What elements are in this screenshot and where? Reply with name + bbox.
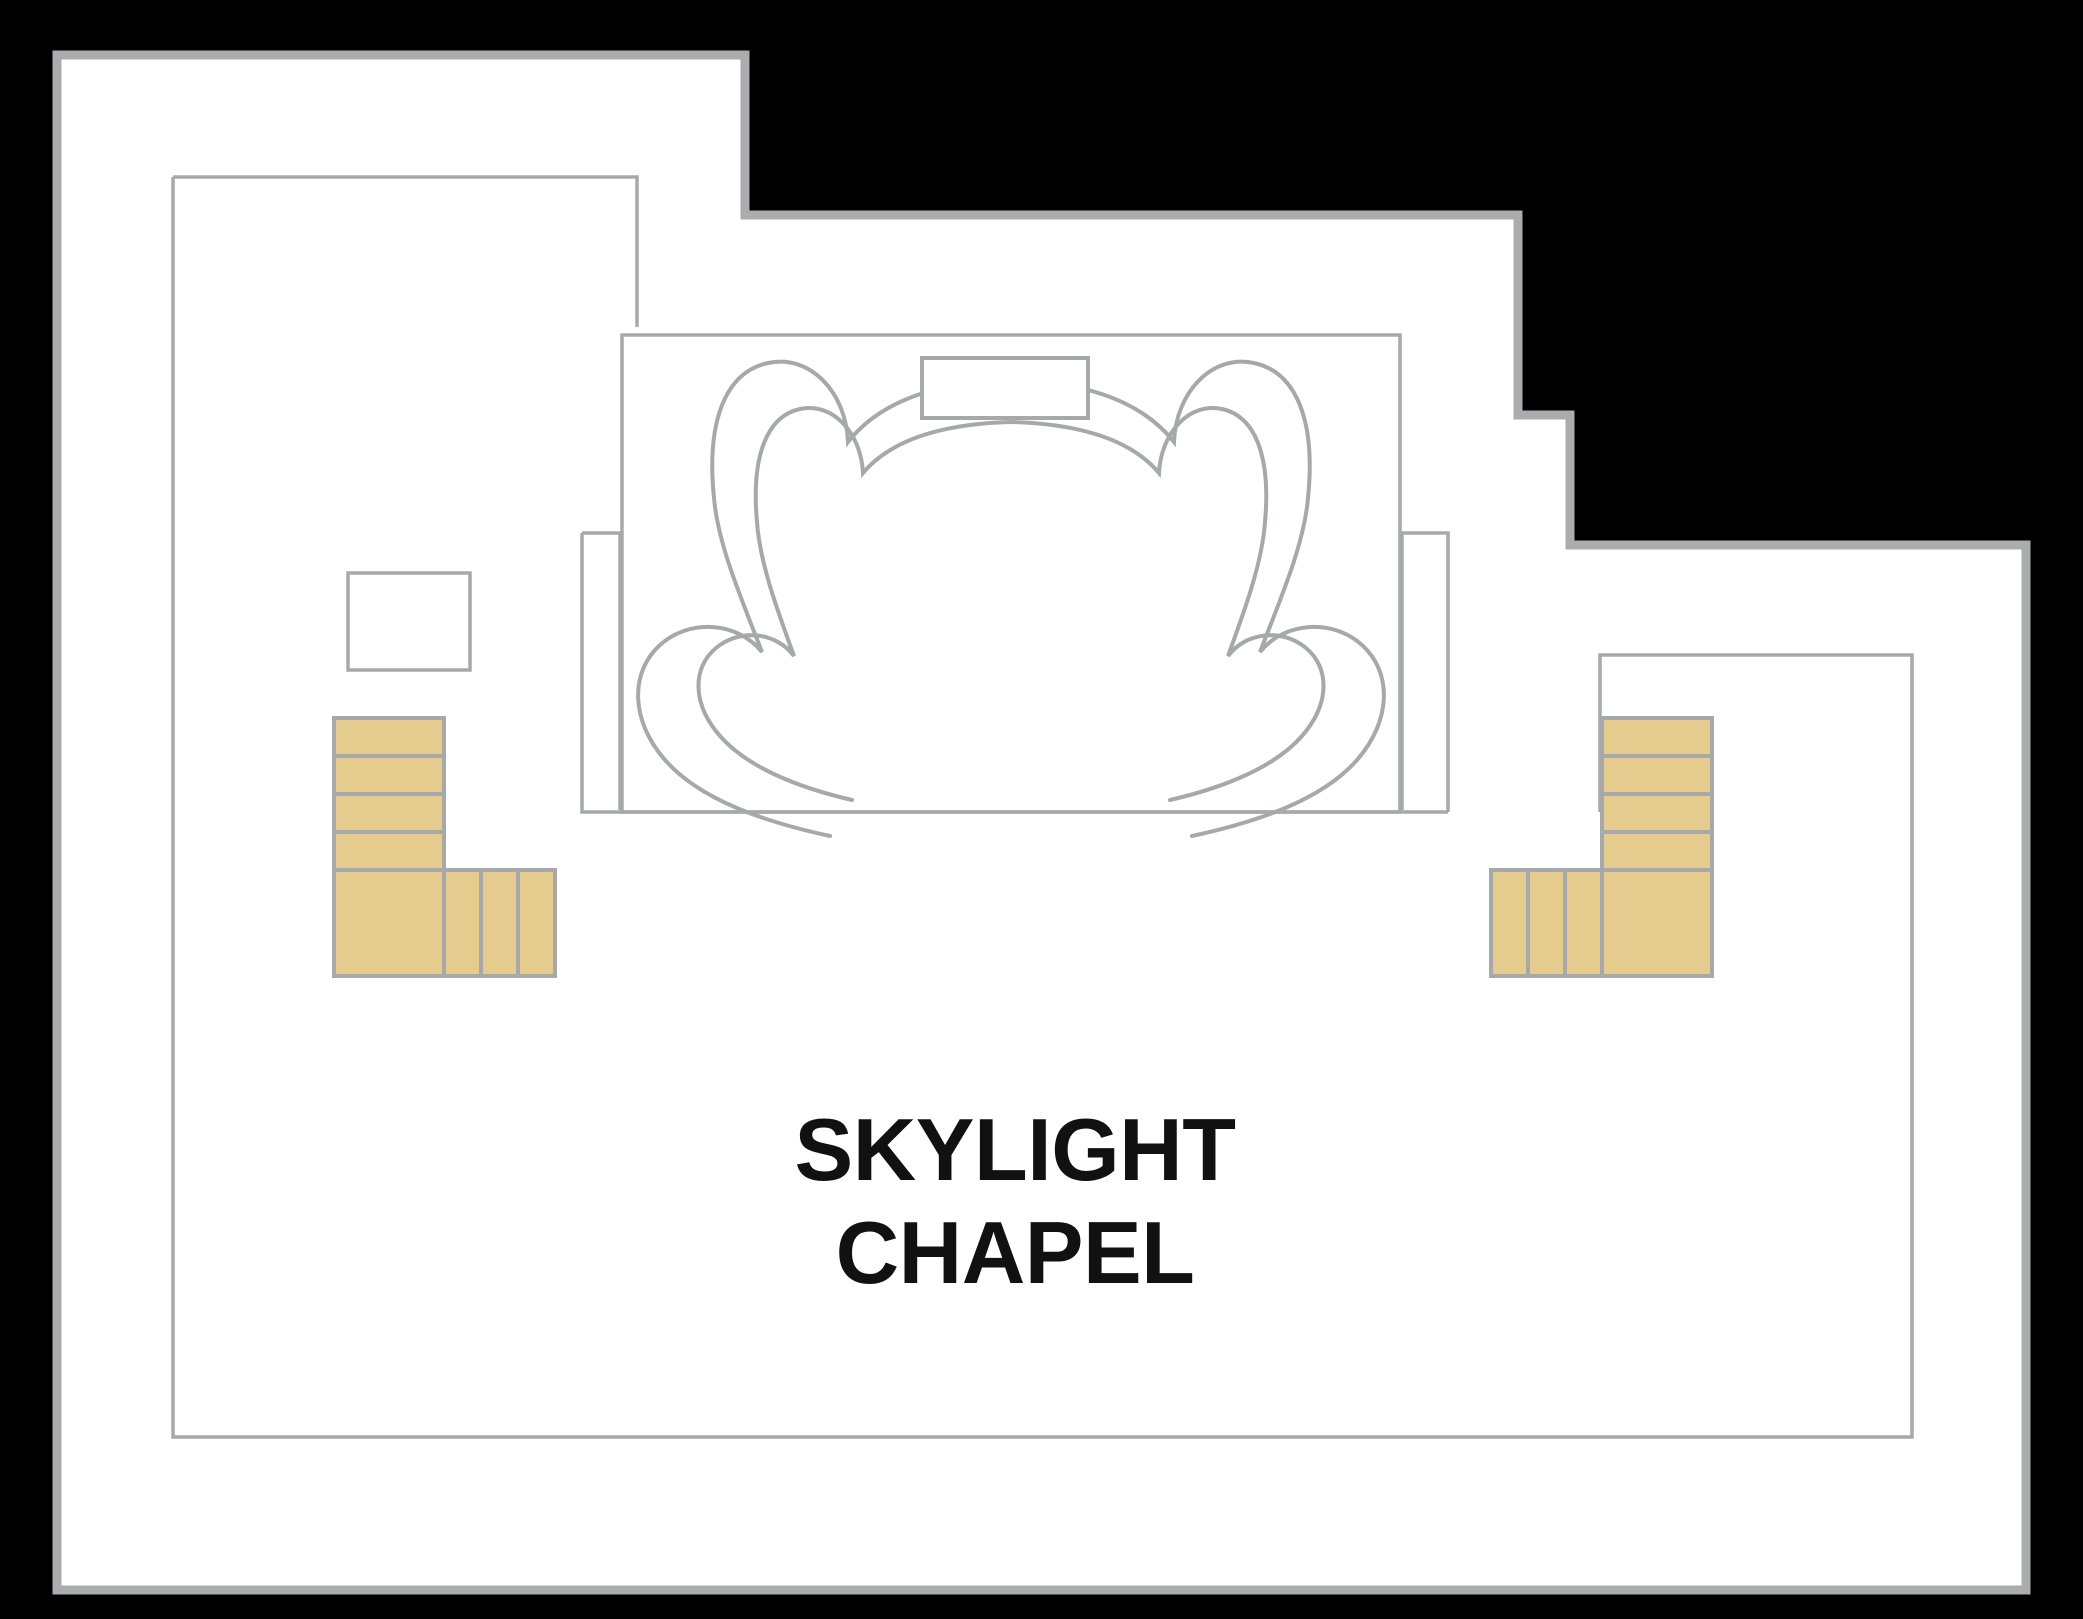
stair-right-tread-5 [1563,868,1604,978]
partition-upper-left-room [173,175,639,327]
stair-right-landing [1600,868,1714,978]
stair-left-tread-5 [442,868,483,978]
altar-niche-rect [920,356,1090,420]
chapel-frame-stepped [582,531,1450,812]
room-label-line-2: CHAPEL [836,1203,1195,1302]
stair-right-tread-4 [1600,830,1714,872]
stair-left-tread-6 [479,868,520,978]
service-closet-rect [346,571,472,672]
stair-left-tread-1 [332,716,446,758]
partition-main-corridor [171,177,1914,1439]
stair-left-landing [332,868,446,978]
chapel-frame-stepped-base [580,533,1448,814]
stair-left-tread-7 [516,868,557,978]
stair-left-tread-3 [332,792,446,834]
stair-right-tread-2 [1600,754,1714,796]
room-label-line-1: SKYLIGHT [795,1100,1236,1199]
inner-partitions [171,175,1914,1439]
chapel-frames [580,333,1450,814]
stair-right-tread-1 [1600,716,1714,758]
outer-wall-outline [52,50,2031,1595]
stair-right-tread-3 [1600,792,1714,834]
stair-right-tread-7 [1489,868,1530,978]
stair-left [332,716,557,978]
stair-left-tread-2 [332,754,446,796]
stair-right [1489,716,1714,978]
quatrefoil-inner-contour [696,406,1326,802]
stair-left-tread-4 [332,830,446,872]
stair-right-tread-6 [1526,868,1567,978]
